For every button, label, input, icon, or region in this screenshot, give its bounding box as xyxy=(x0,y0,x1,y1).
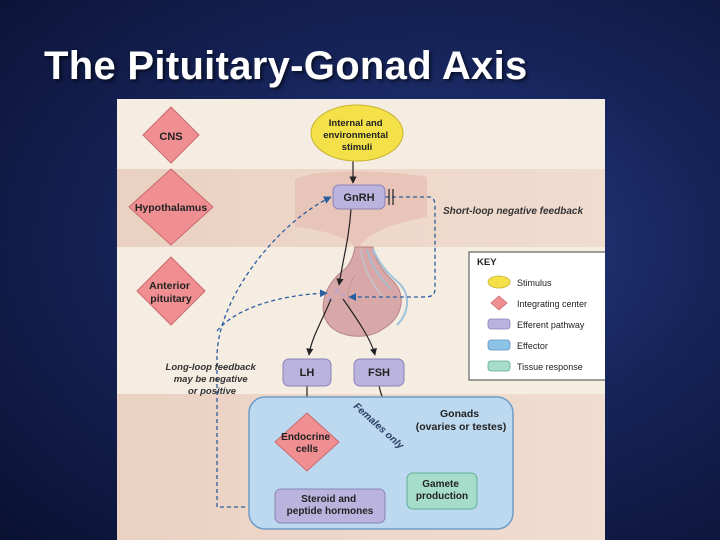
legend-item-label: Efferent pathway xyxy=(517,320,585,330)
legend-item-label: Tissue response xyxy=(517,362,583,372)
legend-item: Tissue response xyxy=(487,360,583,372)
short-loop-label: Short-loop negative feedback xyxy=(443,206,583,217)
level-hypothalamus-label: Hypothalamus xyxy=(135,202,208,214)
lh-label: LH xyxy=(300,367,315,379)
stimuli-node: Internal and environmental stimuli xyxy=(310,104,404,162)
stimuli-label: Internal and environmental stimuli xyxy=(323,118,391,153)
endocrine-cells-label: Endocrine cells xyxy=(281,432,333,455)
level-hypothalamus: Hypothalamus xyxy=(128,168,214,246)
gonads-label: Gonads (ovaries or testes) xyxy=(416,408,506,433)
level-anterior-pituitary: Anterior pituitary xyxy=(136,256,206,326)
steroid-hormones-label: Steroid and peptide hormones xyxy=(287,494,374,517)
pituitary-anatomy xyxy=(295,171,427,337)
slide-title: The Pituitary-Gonad Axis xyxy=(44,44,528,88)
legend-item-label: Stimulus xyxy=(517,278,552,288)
legend-key: KEY Stimulus Integrating center Efferent… xyxy=(468,251,605,381)
pituitary-gonad-diagram: CNS Hypothalamus Anterior pituitary Inte… xyxy=(117,99,605,540)
level-cns-label: CNS xyxy=(159,131,182,143)
legend-item: Stimulus xyxy=(487,275,552,289)
legend-title: KEY xyxy=(477,257,497,268)
gamete-production-label: Gamete production xyxy=(416,479,468,502)
short-loop-tick xyxy=(388,189,394,205)
gamete-production-node: Gamete production xyxy=(406,472,478,510)
gnrh-label: GnRH xyxy=(343,192,374,204)
legend-item-label: Integrating center xyxy=(517,299,587,309)
legend-item: Effector xyxy=(487,339,548,351)
legend-item: Integrating center xyxy=(490,295,587,311)
steroid-hormones-node: Steroid and peptide hormones xyxy=(274,488,386,524)
level-cns: CNS xyxy=(142,106,200,164)
long-loop-label: Long-loop feedback may be negative or po… xyxy=(166,362,259,397)
level-anterior-pituitary-label: Anterior pituitary xyxy=(149,280,193,305)
legend-item-label: Effector xyxy=(517,341,548,351)
legend-item: Efferent pathway xyxy=(487,318,585,330)
fsh-label: FSH xyxy=(368,367,390,379)
fsh-node: FSH xyxy=(353,358,405,387)
gnrh-node: GnRH xyxy=(332,184,386,210)
endocrine-cells-node: Endocrine cells xyxy=(274,412,340,472)
lh-node: LH xyxy=(282,358,332,387)
